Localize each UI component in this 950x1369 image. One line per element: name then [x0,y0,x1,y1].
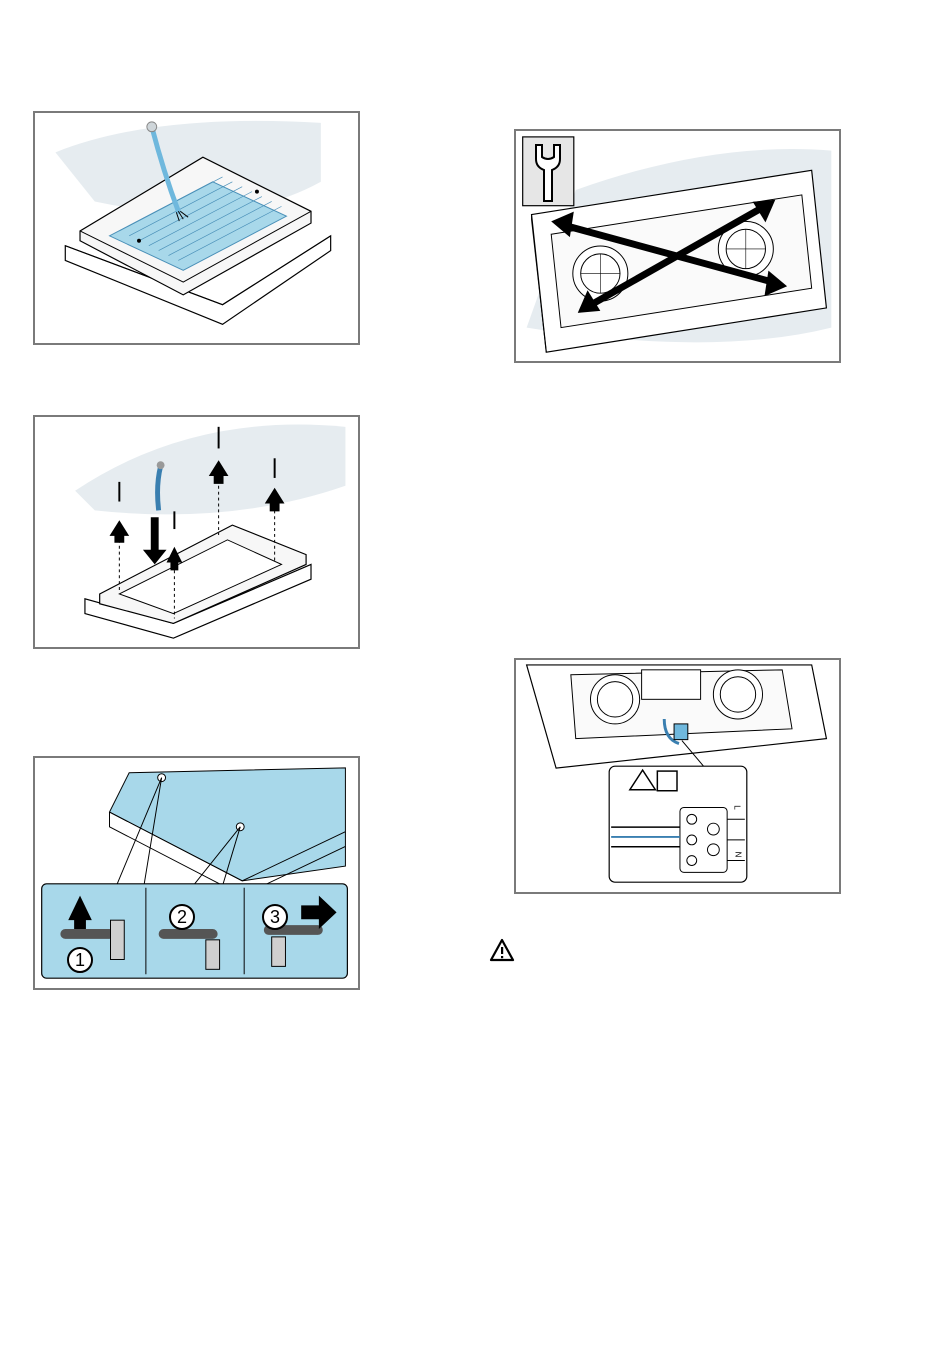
warning-icon [489,938,515,962]
figure-screw-removal [33,415,360,649]
figure-fan-unit [514,129,841,363]
figure-wrench-steps: 1 2 3 [33,756,360,990]
figure-electrical-connection: L N [514,658,841,894]
screw-removal-illustration [35,417,358,647]
step-label-2: 2 [169,904,195,930]
terminal-mark-n: N [733,852,742,858]
terminal-mark-l: L [733,805,742,809]
step-label-1: 1 [67,947,93,973]
wrench-icon [522,137,574,207]
step-label-3: 3 [262,904,288,930]
figure-filter-module [33,111,360,345]
electrical-connection-illustration [516,660,839,892]
filter-module-illustration [35,113,358,343]
